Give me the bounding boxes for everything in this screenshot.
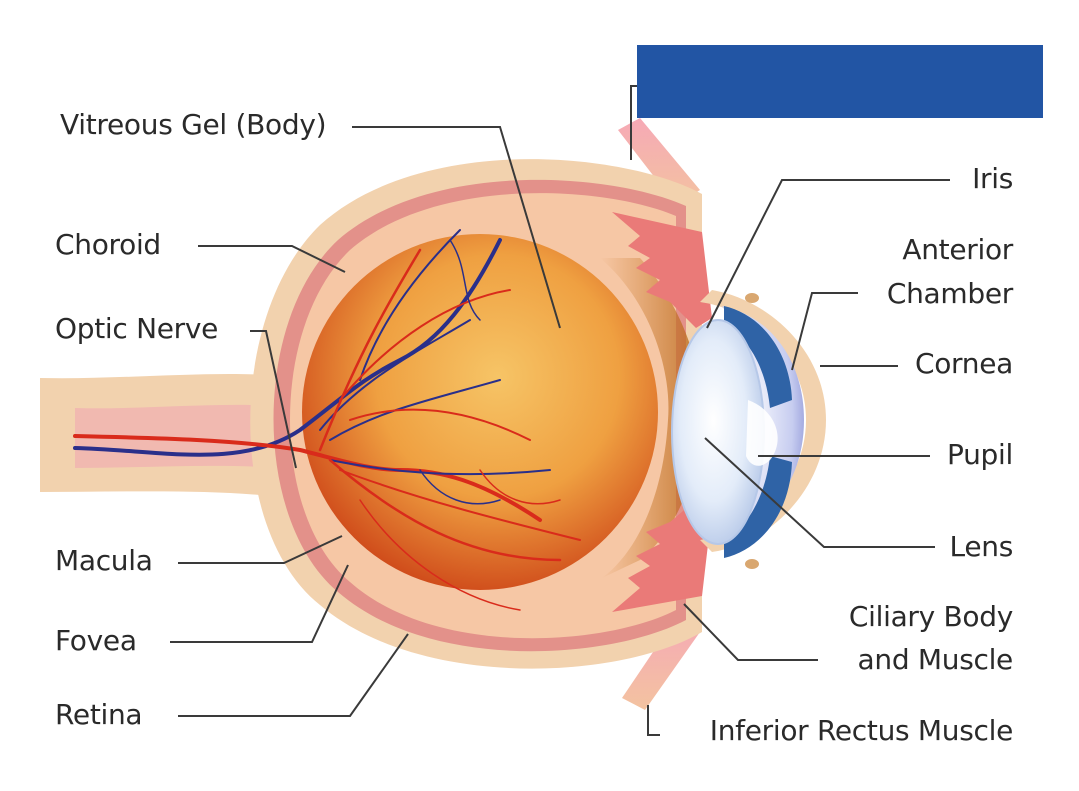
inferior-rectus-leader — [647, 705, 660, 736]
vessel-branch — [359, 229, 461, 381]
main-artery — [73, 434, 542, 522]
vitreous-shading — [600, 258, 702, 578]
vessel-branch — [479, 469, 561, 505]
choroid-leader — [198, 245, 346, 273]
cornea — [700, 290, 826, 552]
label-choroid: Choroid — [55, 228, 161, 261]
superior-rectus-muscle — [618, 118, 700, 205]
redaction-box — [637, 45, 1043, 118]
lens-leader — [704, 437, 935, 548]
iris-upper — [724, 306, 792, 408]
vessel-branch — [359, 499, 521, 611]
iris-leader — [706, 179, 950, 329]
optic-nerve-core — [75, 404, 300, 470]
leader-lines — [170, 85, 950, 736]
label-optic-nerve: Optic Nerve — [55, 312, 219, 345]
ciliary-body-leader — [683, 603, 818, 661]
label-fovea: Fovea — [55, 624, 137, 657]
ciliary-body-lower — [612, 500, 712, 612]
retina-leader — [178, 633, 409, 717]
vitreous-body — [302, 234, 658, 590]
vitreous-gel-leader — [352, 126, 561, 329]
blood-vessels — [73, 229, 581, 611]
label-anterior-chamber-line2: Chamber — [886, 277, 1013, 310]
main-vein — [73, 238, 502, 457]
vessel-branch — [328, 458, 562, 562]
optic-nerve-leader — [250, 330, 297, 469]
ciliary-body-upper — [612, 212, 712, 328]
vessel-branch — [419, 469, 501, 505]
label-cornea: Cornea — [914, 347, 1013, 380]
label-inferior-rectus: Inferior Rectus Muscle — [709, 714, 1014, 747]
label-vitreous-gel: Vitreous Gel (Body) — [60, 108, 327, 141]
label-iris: Iris — [972, 162, 1013, 195]
vessel-branch — [329, 379, 501, 441]
ciliary-dot-upper — [745, 293, 759, 303]
label-ciliary-body-line2: and Muscle — [857, 643, 1014, 676]
vessel-branch — [339, 289, 511, 401]
pupil-highlight — [746, 400, 778, 466]
vessel-branch — [339, 469, 581, 541]
vessel-branch — [349, 408, 531, 441]
vessel-branch — [318, 248, 422, 452]
anterior-chamber-leader — [791, 292, 858, 371]
iris-lower — [724, 456, 792, 558]
vessel-branch — [449, 239, 481, 321]
label-anterior-chamber-line1: Anterior — [902, 233, 1013, 266]
fovea-leader — [170, 564, 349, 643]
label-lens: Lens — [949, 530, 1014, 563]
label-ciliary-body-line1: Ciliary Body — [848, 600, 1013, 633]
label-macula: Macula — [55, 544, 153, 577]
ciliary-dot-lower — [745, 559, 759, 569]
label-pupil: Pupil — [947, 438, 1013, 471]
label-retina: Retina — [55, 698, 143, 731]
macula-leader — [178, 535, 343, 564]
